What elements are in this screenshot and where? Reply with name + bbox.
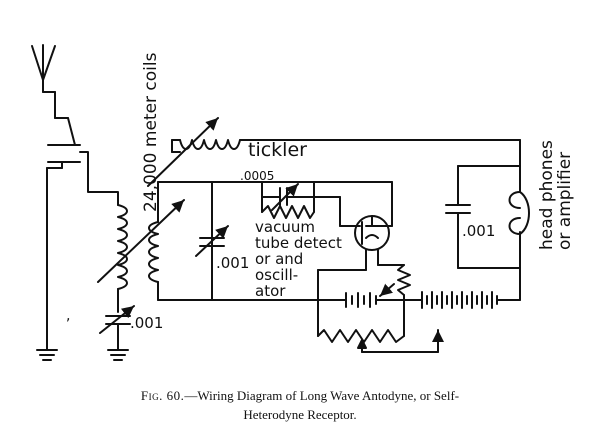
figure-caption: Fig. 60.—Wiring Diagram of Long Wave Ant…: [0, 386, 600, 424]
tube-label-2: tube detect: [255, 234, 342, 252]
primary-coil: [117, 204, 128, 290]
tube-label-3: or and: [255, 250, 303, 268]
ground-symbol-right: [107, 349, 129, 361]
tube-label-4: oscill-: [255, 266, 298, 284]
secondary-coil: [148, 221, 159, 283]
tuning-cap-label: .001: [216, 254, 249, 272]
tickler-coil: [179, 139, 241, 150]
vacuum-tube: [339, 181, 393, 271]
potentiometer: [317, 299, 444, 353]
tuning-variable-capacitor: [195, 181, 229, 301]
grid-condenser-and-leak: [261, 181, 341, 227]
coupling-arrow: [97, 199, 185, 283]
caption-line-1: Fig. 60.—Wiring Diagram of Long Wave Ant…: [0, 386, 600, 405]
grid-cap-label: .0005: [240, 169, 274, 183]
caption-text-1: —Wiring Diagram of Long Wave Antodyne, o…: [184, 388, 460, 403]
caption-line-2: Heterodyne Receptor.: [243, 407, 357, 422]
lead-switch-to-coil: [79, 151, 119, 206]
phones-label-2: or amplifier: [555, 152, 575, 250]
filament-rheostat: [377, 264, 411, 301]
b-battery: [403, 291, 521, 309]
tube-label-5: ator: [255, 282, 286, 300]
coils-label: 24,000 meter coils: [141, 52, 161, 212]
antenna-variable-capacitor: [99, 305, 135, 351]
stray-tick: ,: [66, 308, 70, 324]
ground-lead-left: [46, 167, 63, 351]
bypass-cap-label: .001: [462, 222, 495, 240]
phones-label-1: head phones: [537, 140, 557, 250]
headphones-icon: [508, 191, 530, 235]
bypass-capacitor: [445, 165, 471, 269]
antenna-cap-label: .001: [130, 314, 163, 332]
figure-number: Fig. 60.: [140, 388, 185, 403]
tickler-arrow: [147, 117, 219, 187]
antenna-switch: [47, 91, 81, 169]
tickler-label: tickler: [248, 139, 307, 161]
tube-label-1: vacuum: [255, 218, 315, 236]
antenna-symbol: [31, 44, 56, 93]
a-battery: [317, 292, 405, 308]
ground-symbol-left: [36, 349, 58, 361]
